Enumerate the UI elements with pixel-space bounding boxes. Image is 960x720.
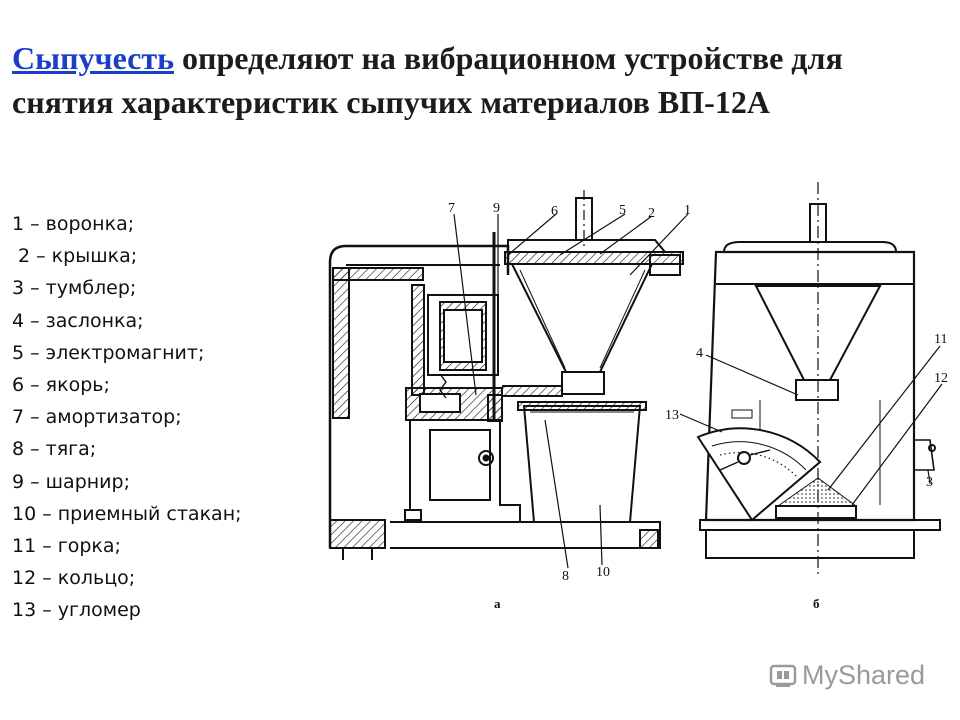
- label-4: 4: [696, 346, 703, 361]
- legend-item: 8 – тяга;: [12, 438, 97, 461]
- label-12: 12: [934, 371, 948, 386]
- caption-a: а: [494, 596, 501, 611]
- legend-item: 10 – приемный стакан;: [12, 502, 242, 525]
- view-b-front: [696, 182, 941, 578]
- label-10: 10: [596, 565, 610, 580]
- label-6: 6: [551, 204, 558, 219]
- legend-item: 3 – тумблер;: [12, 277, 137, 300]
- title-rest: определяют на вибрационном устройстве дл…: [174, 40, 843, 76]
- label-5: 5: [619, 203, 626, 218]
- caption-b: б: [813, 596, 820, 611]
- label-13: 13: [665, 408, 679, 423]
- watermark: MyShared: [768, 658, 925, 692]
- legend-list: 1 – воронка; 2 – крышка; 3 – тумблер; 4 …: [12, 208, 312, 627]
- page-title: Сыпучесть определяют на вибрационном уст…: [12, 36, 952, 124]
- myshared-logo-icon: [769, 664, 797, 687]
- label-2: 2: [648, 206, 655, 221]
- labels-b: 4 11 12 13 3 б: [665, 332, 948, 611]
- label-11: 11: [934, 332, 947, 347]
- legend-item: 6 – якорь;: [12, 374, 110, 397]
- view-a-section: [328, 190, 684, 560]
- legend-item: 4 – заслонка;: [12, 309, 144, 332]
- leaders-a: [453, 213, 689, 569]
- legend-item: 9 – шарнир;: [12, 470, 130, 493]
- legend-item: 5 – электромагнит;: [12, 341, 205, 364]
- label-1: 1: [684, 203, 691, 218]
- title-link[interactable]: Сыпучесть: [12, 40, 175, 76]
- label-8: 8: [562, 569, 569, 584]
- legend-item: 7 – амортизатор;: [12, 406, 182, 429]
- labels-a: 7 9 6 5 2 1 8 10 а: [448, 201, 691, 611]
- leaders-b: [679, 345, 943, 506]
- legend-item: 2 – крышка;: [18, 245, 138, 268]
- legend-item: 13 – угломер: [12, 599, 141, 622]
- label-7: 7: [448, 201, 455, 216]
- label-3: 3: [926, 475, 933, 490]
- legend-item: 11 – горка;: [12, 535, 121, 558]
- title-line2: снятия характеристик сыпучих материалов …: [12, 84, 770, 120]
- legend-item: 12 – кольцо;: [12, 567, 136, 590]
- label-9: 9: [493, 201, 500, 216]
- legend-item: 1 – воронка;: [12, 213, 135, 235]
- watermark-text: MyShared: [802, 659, 926, 690]
